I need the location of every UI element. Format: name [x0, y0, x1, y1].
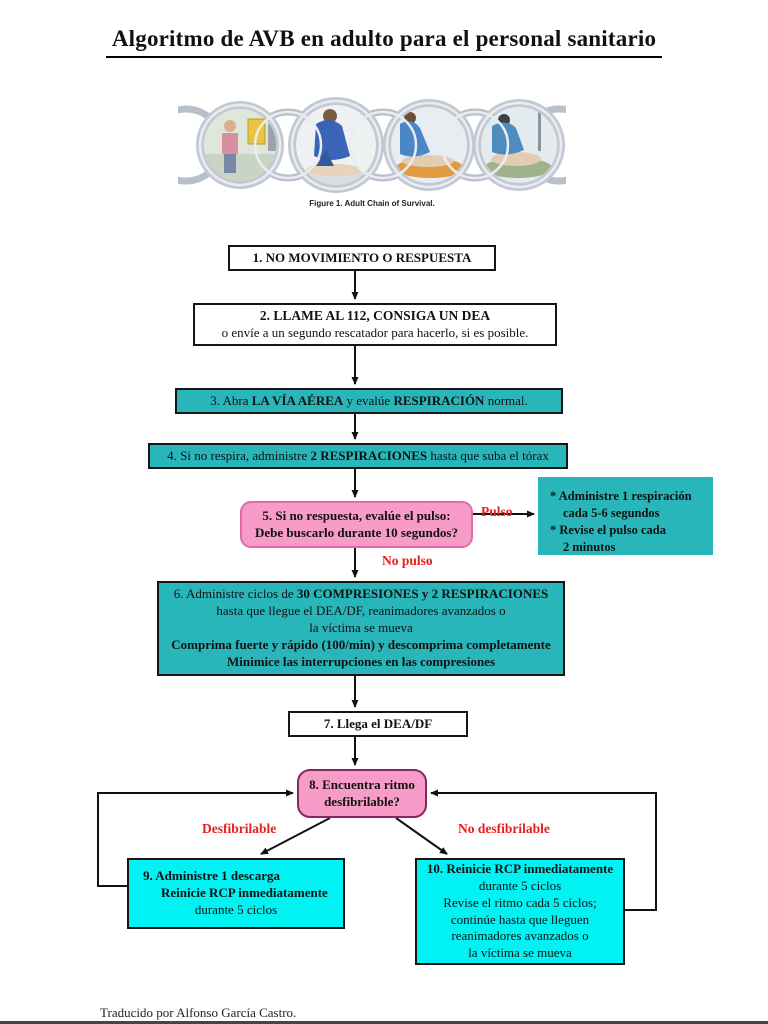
step-4-text: 4. Si no respira, administre 2 RESPIRACI…: [150, 448, 566, 465]
step-3-seg1: 3. Abra: [210, 392, 252, 408]
page-title-text: Algoritmo de AVB en adulto para el perso…: [105, 26, 663, 58]
step-3-seg4: RESPIRACIÓN: [393, 392, 485, 408]
step-9-line2: Reinicie RCP inmediatamente: [161, 885, 328, 901]
step-10-line1: 10. Reinicie RCP inmediatamente: [426, 860, 614, 876]
no-pulse-label: No pulso: [382, 553, 433, 568]
step-6-line1: 6. Administre ciclos de 30 COMPRESIONES …: [159, 586, 563, 603]
step-4-seg2: 2 RESPIRACIONES: [310, 447, 428, 463]
step-6-line3: la víctima se mueva: [309, 620, 413, 636]
step-2-subtitle: o envíe a un segundo rescatador para hac…: [221, 324, 529, 340]
step-5-box: 5. Si no respuesta, evalúe el pulso: Deb…: [240, 501, 473, 548]
step-10-line2: durante 5 ciclos: [478, 877, 562, 893]
step-10-line5: reanimadores avanzados o: [451, 928, 589, 944]
step-4-box: 4. Si no respira, administre 2 RESPIRACI…: [148, 443, 568, 469]
page-title: Algoritmo de AVB en adulto para el perso…: [0, 26, 768, 58]
step-10-line3: Revise el ritmo cada 5 ciclos;: [443, 894, 597, 910]
step-6-seg1: 6. Administre ciclos de: [173, 586, 297, 602]
step-8-line2: desfibrilable?: [324, 793, 400, 809]
step-3-box: 3. Abra LA VÍA AÉREA y evalúe RESPIRACIÓ…: [175, 388, 563, 414]
note-line2: cada 5-6 segundos: [563, 505, 660, 520]
step-1-box: 1. NO MOVIMIENTO O RESPUESTA: [228, 245, 496, 271]
step-3-seg3: y evalúe: [343, 392, 394, 408]
arrow-step8-step10: [395, 817, 448, 855]
step-6-line2: hasta que llegue el DEA/DF, reanimadores…: [216, 603, 506, 619]
step-2-box: 2. LLAME AL 112, CONSIGA UN DEA o envíe …: [193, 303, 557, 346]
step-5-line2: Debe buscarlo durante 10 segundos?: [255, 524, 458, 540]
step-3-seg5: normal.: [484, 392, 528, 408]
step-10-line6: la víctima se mueva: [468, 945, 572, 961]
step-8-line1: 8. Encuentra ritmo: [309, 776, 415, 792]
step-6-line5: Minimice las interrupciones en las compr…: [226, 653, 496, 669]
note-line3: * Revise el pulso cada: [550, 522, 666, 537]
step-4-seg1: 4. Si no respira, administre: [167, 447, 311, 463]
step-10-box: 10. Reinicie RCP inmediatamente durante …: [415, 858, 625, 965]
chain-of-survival-image: [146, 94, 599, 196]
step-9-line3: durante 5 ciclos: [194, 901, 278, 917]
footer-credit: Traducido por Alfonso García Castro.: [100, 1005, 297, 1020]
pulse-label: Pulso: [481, 504, 513, 519]
step-7-text: 7. Llega el DEA/DF: [323, 715, 433, 731]
step-6-seg2: 30 COMPRESIONES y 2 RESPIRACIONES: [296, 586, 549, 602]
step-8-box: 8. Encuentra ritmo desfibrilable?: [297, 769, 427, 818]
step-6-box: 6. Administre ciclos de 30 COMPRESIONES …: [157, 581, 565, 676]
step-5-line1: 5. Si no respuesta, evalúe el pulso:: [262, 507, 451, 523]
step-6-line4: Comprima fuerte y rápido (100/min) y des…: [171, 636, 551, 652]
step-2-title: 2. LLAME AL 112, CONSIGA UN DEA: [259, 308, 491, 324]
note-line1: * Administre 1 respiración: [550, 489, 692, 503]
step-9-box: 9. Administre 1 descarga Reinicie RCP in…: [127, 858, 345, 929]
step-10-line4: continúe hasta que lleguen: [450, 911, 590, 927]
not-shockable-label: No desfibrilable: [458, 821, 550, 836]
pulse-present-note: * Administre 1 respiración cada 5-6 segu…: [538, 477, 713, 555]
page-bottom-edge: [0, 1021, 768, 1024]
step-1-text: 1. NO MOVIMIENTO O RESPUESTA: [252, 249, 472, 265]
step-7-box: 7. Llega el DEA/DF: [288, 711, 468, 737]
figure-caption: Figure 1. Adult Chain of Survival.: [309, 199, 435, 208]
step-4-seg3: hasta que suba el tórax: [427, 447, 549, 463]
step-3-seg2: LA VÍA AÉREA: [251, 392, 344, 408]
shockable-label: Desfibrilable: [202, 821, 277, 836]
step-3-text: 3. Abra LA VÍA AÉREA y evalúe RESPIRACIÓ…: [177, 393, 561, 410]
note-line4: 2 minutos: [563, 539, 616, 554]
chain-link-highlights: [198, 99, 563, 191]
step-9-line1: 9. Administre 1 descarga: [143, 868, 280, 884]
chain-of-survival-svg: [146, 97, 599, 193]
